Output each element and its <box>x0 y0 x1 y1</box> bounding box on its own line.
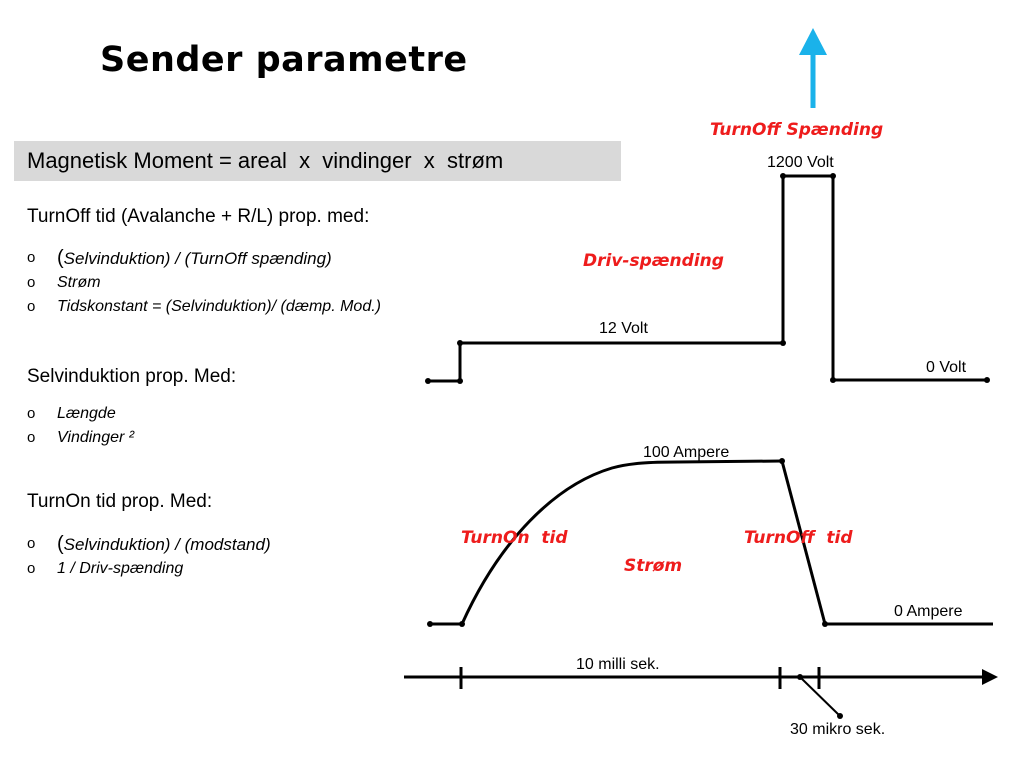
section-heading-turnon: TurnOn tid prop. Med: <box>27 491 213 512</box>
section-heading-selvinduktion: Selvinduktion prop. Med: <box>27 366 237 387</box>
bullet-marker: o <box>27 405 36 422</box>
list-item-text: 1 / Driv-spænding <box>57 560 184 577</box>
list-item: o (Selvinduktion) / (modstand) <box>27 532 271 557</box>
list-item-text: Vindinger ² <box>57 429 135 446</box>
peak-voltage-value: 1200 Volt <box>767 154 834 171</box>
bullet-marker: o <box>27 298 36 315</box>
section-heading-turnoff: TurnOff tid (Avalanche + R/L) prop. med: <box>27 206 370 227</box>
voltage-waveform <box>428 174 987 383</box>
time-axis <box>404 667 985 689</box>
list-item: o (Selvinduktion) / (TurnOff spænding) <box>27 246 381 271</box>
current-waveform <box>430 459 993 626</box>
list-item-text: Selvinduktion) / (TurnOff spænding) <box>63 249 332 268</box>
current-waveform-points <box>427 458 828 627</box>
drive-voltage-label: Driv-spænding <box>583 251 724 271</box>
time-axis-main-label: 10 milli sek. <box>576 656 660 673</box>
list-item: o Tidskonstant = (Selvinduktion)/ (dæmp. … <box>27 295 381 319</box>
list-item: o Vindinger ² <box>27 426 134 450</box>
bullet-marker: o <box>27 429 36 446</box>
bullet-marker: o <box>27 560 36 577</box>
bullet-marker: o <box>27 535 36 552</box>
bullet-marker: o <box>27 274 36 291</box>
mikro-pointer <box>797 674 843 719</box>
list-item-lead: ( <box>57 247 64 269</box>
turnon-time-label: TurnOn tid <box>461 528 568 548</box>
zero-current-value: 0 Ampere <box>894 603 963 620</box>
list-item-text: Selvinduktion) / (modstand) <box>63 535 271 554</box>
turnoff-voltage-label: TurnOff Spænding <box>710 120 884 140</box>
list-item: o Længde <box>27 402 134 426</box>
current-label: Strøm <box>624 556 683 576</box>
turnoff-arrow-icon <box>799 28 827 108</box>
zero-voltage-value: 0 Volt <box>926 359 967 376</box>
list-item: o 1 / Driv-spænding <box>27 557 271 581</box>
list-item-text: Strøm <box>57 274 101 291</box>
time-axis-arrowhead-icon <box>982 669 998 685</box>
list-item-text: Tidskonstant = (Selvinduktion)/ (dæmp. M… <box>57 298 381 315</box>
bullet-marker: o <box>27 249 36 266</box>
drive-voltage-value: 12 Volt <box>599 320 648 337</box>
page-title: Sender parametre <box>100 40 468 80</box>
formula-box: Magnetisk Moment = areal x vindinger x s… <box>14 141 621 181</box>
turnon-factor-list: o (Selvinduktion) / (modstand) o 1 / Driv-… <box>27 532 271 581</box>
time-axis-short-label: 30 mikro sek. <box>790 721 886 738</box>
peak-current-value: 100 Ampere <box>643 444 730 461</box>
list-item: o Strøm <box>27 271 381 295</box>
turnoff-time-label: TurnOff tid <box>744 528 853 548</box>
list-item-lead: ( <box>57 533 64 555</box>
list-item-text: Længde <box>57 405 116 422</box>
voltage-waveform-points <box>425 173 990 384</box>
